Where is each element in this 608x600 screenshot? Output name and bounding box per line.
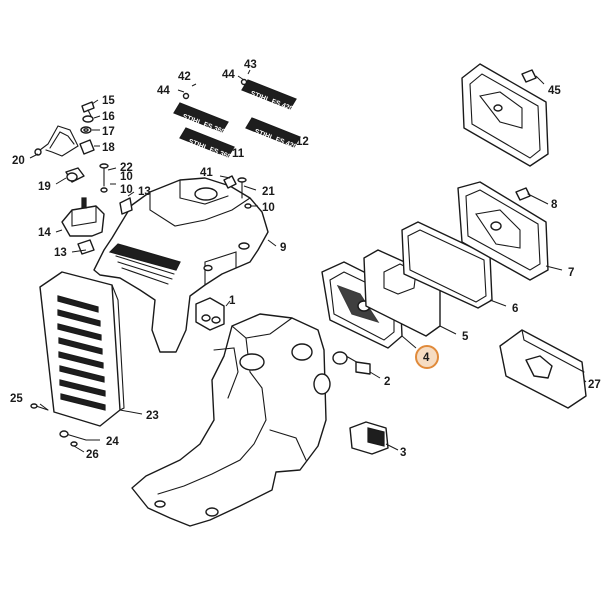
callout-label: 13 bbox=[54, 247, 67, 259]
callout-label: 13 bbox=[138, 186, 151, 198]
plate-fs360-upper: STIHL FS 360 bbox=[173, 102, 229, 136]
part-bushing-18 bbox=[79, 139, 95, 155]
part-screw-22 bbox=[99, 163, 109, 187]
callout-label: 43 bbox=[244, 59, 257, 71]
plate-fs420-upper: STIHL FS 420 bbox=[241, 79, 297, 113]
plate-fs420-lower: STIHL FS 420 bbox=[245, 117, 301, 151]
part-screw-8 bbox=[515, 187, 541, 201]
callout-label: 44 bbox=[157, 85, 170, 97]
part-screw-25 bbox=[30, 403, 49, 411]
part-washer-17 bbox=[80, 126, 92, 134]
part-screw-26 bbox=[70, 441, 78, 447]
part-screw-41 bbox=[223, 175, 237, 189]
callout-label: 10 bbox=[120, 184, 133, 196]
callout-label: 1 bbox=[229, 295, 236, 307]
callout-label: 23 bbox=[146, 410, 159, 422]
part-shroud-cover bbox=[93, 177, 269, 353]
callout-label: 24 bbox=[106, 436, 119, 448]
callout-label: 14 bbox=[38, 227, 51, 239]
callout-label: 41 bbox=[200, 167, 213, 179]
callout-label: 2 bbox=[384, 376, 390, 388]
part-connector bbox=[349, 421, 389, 455]
callout-label: 12 bbox=[296, 136, 309, 148]
callout-label: 20 bbox=[12, 155, 25, 167]
callout-label: 18 bbox=[102, 142, 115, 154]
callout-label: 10 bbox=[120, 171, 133, 183]
callout-labels: 1 2 3 4 5 6 7 8 9 10 10 10 11 12 13 13 1… bbox=[10, 59, 601, 461]
leader-lines bbox=[29, 69, 587, 453]
callout-label: 21 bbox=[262, 186, 275, 198]
part-screw-45 bbox=[521, 69, 537, 83]
part-seal-frame bbox=[401, 221, 493, 309]
plate-fs360-lower: STIHL FS 360 bbox=[179, 127, 235, 161]
callout-label: 27 bbox=[588, 379, 601, 391]
part-grommet bbox=[195, 297, 225, 331]
callout-label: 8 bbox=[551, 199, 558, 211]
part-screw-21 bbox=[237, 177, 247, 199]
callout-label: 10 bbox=[262, 202, 275, 214]
callout-label: 15 bbox=[102, 95, 115, 107]
callout-label: 5 bbox=[462, 331, 469, 343]
callout-label: 25 bbox=[10, 393, 23, 405]
part-cover-plate bbox=[461, 63, 549, 167]
part-bent-rod bbox=[34, 125, 79, 157]
callout-label: 9 bbox=[280, 242, 286, 254]
callout-label: 26 bbox=[86, 449, 99, 461]
callout-label: 11 bbox=[232, 148, 245, 160]
callout-label: 16 bbox=[102, 111, 115, 123]
part-pin-44a bbox=[182, 92, 190, 100]
callout-label: 42 bbox=[178, 71, 191, 83]
part-spacer bbox=[65, 167, 85, 183]
part-washer-16 bbox=[82, 115, 94, 123]
highlight-ring bbox=[415, 345, 439, 369]
callout-label: 19 bbox=[38, 181, 51, 193]
callout-label: 45 bbox=[548, 85, 561, 97]
part-main-housing bbox=[131, 313, 331, 527]
part-front-grille bbox=[39, 271, 125, 427]
callout-label: 4 bbox=[423, 352, 430, 364]
callout-label: 6 bbox=[512, 303, 518, 315]
part-screw-10a bbox=[100, 187, 108, 193]
part-screw-24 bbox=[59, 430, 87, 441]
callout-label: 17 bbox=[102, 126, 115, 138]
callout-label: 22 bbox=[120, 162, 133, 174]
callout-label: 44 bbox=[222, 69, 235, 81]
grille-slots bbox=[57, 295, 106, 411]
callout-label: 3 bbox=[400, 447, 406, 459]
part-knob-screw bbox=[332, 351, 371, 375]
part-prefilter bbox=[499, 329, 587, 409]
part-pin-44b bbox=[240, 78, 248, 86]
part-filter-housing bbox=[457, 181, 549, 281]
callout-label: 7 bbox=[568, 267, 574, 279]
part-bracket bbox=[61, 197, 105, 237]
